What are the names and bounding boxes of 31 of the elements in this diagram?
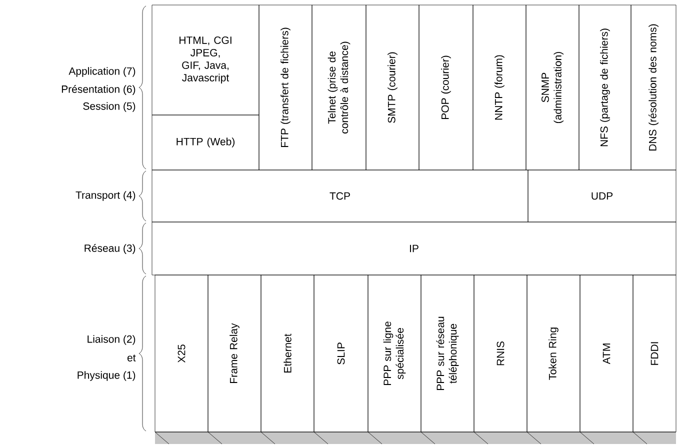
protocol-cell: FTP (transfert de fichiers): [258, 4, 312, 170]
layer-label: Transport (4): [76, 191, 136, 201]
protocol-cell: Telnet (prise de contrôle à distance): [312, 4, 366, 170]
layer-label: Liaison (2): [88, 335, 136, 345]
protocol-cell: PPP sur ligne spécialisée: [368, 274, 422, 432]
layer-label: Application (7): [68, 67, 136, 77]
protocol-cell: FDDI: [632, 274, 676, 432]
layer-label: Session (5): [83, 102, 136, 112]
protocol-cell: PPP sur réseau téléphonique: [420, 274, 474, 432]
protocol-cell: DNS (résolution des noms): [630, 4, 676, 170]
protocol-cell: SLIP: [314, 274, 368, 432]
protocol-cell: Token Ring: [526, 274, 580, 432]
protocol-cell: SNMP (administration): [526, 4, 580, 170]
layer-label: Présentation (6): [62, 85, 136, 95]
layer-label: et: [127, 354, 136, 362]
protocol-cell: HTML, CGI JPEG, GIF, Java, Javascript: [152, 4, 260, 116]
protocol-cell: Ethernet: [260, 274, 314, 432]
protocol-cell: X25: [154, 274, 208, 432]
protocol-cell: IP: [152, 222, 676, 276]
protocol-cell: POP (courier): [418, 4, 474, 170]
protocol-cell: NNTP (forum): [472, 4, 526, 170]
protocol-cell: RNIS: [474, 274, 528, 432]
protocol-cell: Frame Relay: [208, 274, 262, 432]
protocol-cell: SMTP (courier): [366, 4, 420, 170]
protocol-cell: ATM: [580, 274, 634, 432]
layer-label: Réseau (3): [84, 244, 136, 254]
protocol-cell: TCP: [152, 170, 528, 222]
protocol-cell: HTTP (Web): [152, 114, 260, 170]
layer-label: Physique (1): [78, 371, 136, 381]
protocol-cell: NFS (partage de fichiers): [578, 4, 632, 170]
protocol-cell: UDP: [528, 170, 676, 222]
